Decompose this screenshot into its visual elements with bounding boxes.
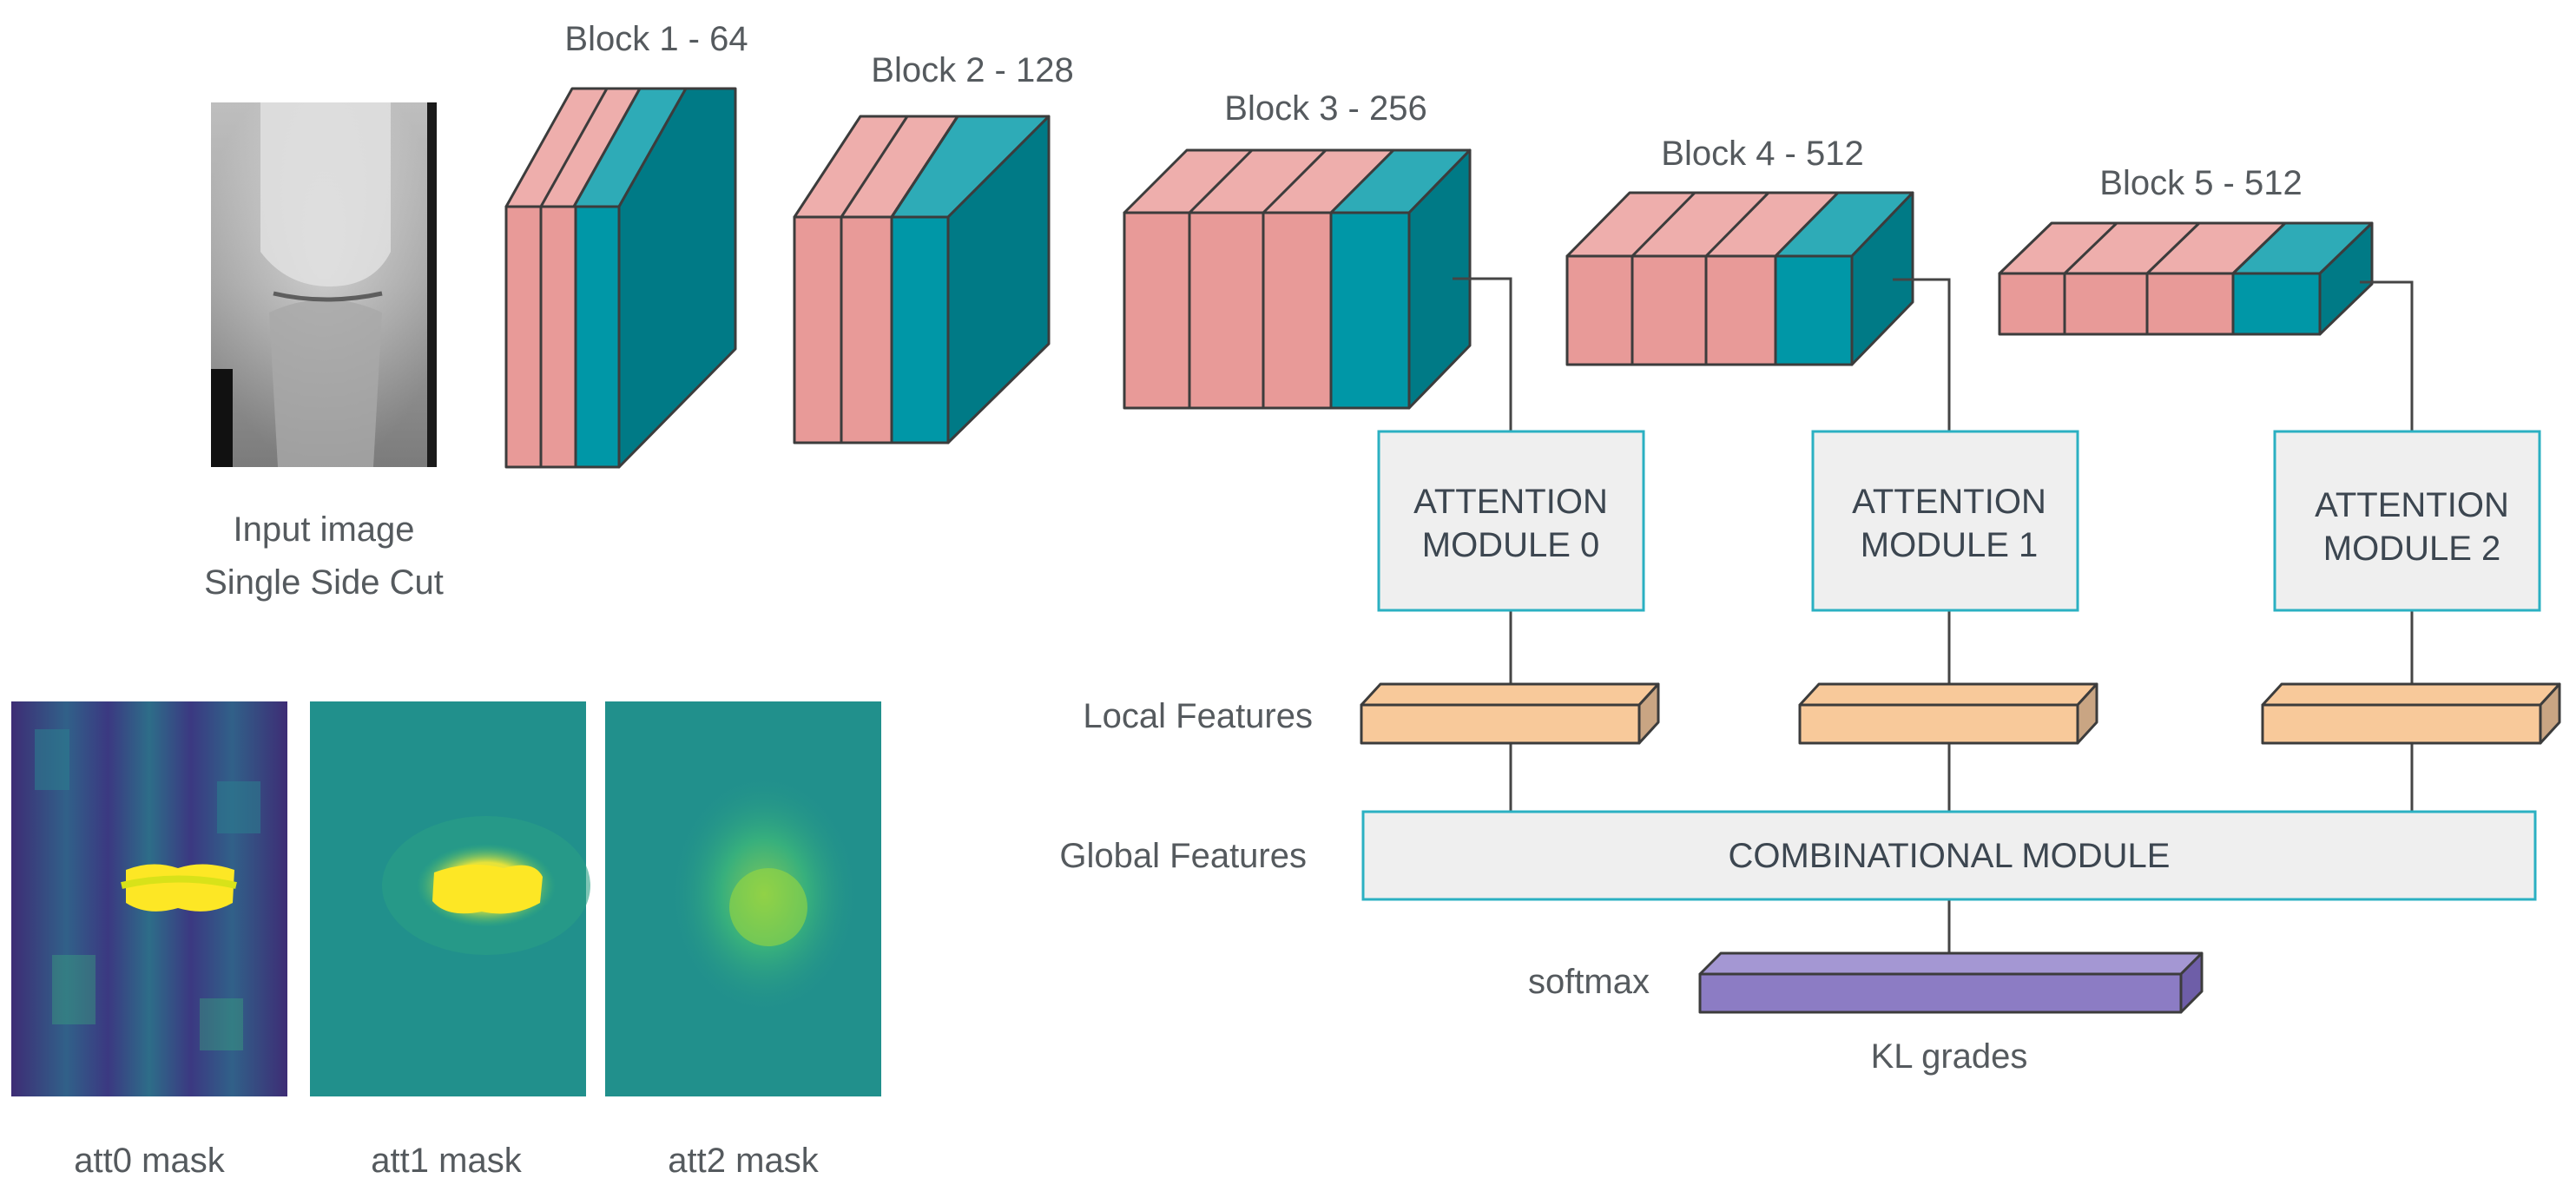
att1-mask-label: att1 mask (371, 1142, 522, 1180)
att2-mask-label: att2 mask (668, 1142, 819, 1180)
kl-grades-label: KL grades (1871, 1037, 2028, 1076)
block-2 (793, 115, 1051, 444)
local-features-label: Local Features (1083, 697, 1313, 735)
att0-mask-label: att0 mask (74, 1142, 225, 1180)
att1-mask-heatmap (310, 701, 590, 1096)
att2-mask-heatmap (605, 701, 881, 1096)
attention-module-0: ATTENTION MODULE 0 (1377, 430, 1645, 612)
attention-module-2-line2: MODULE 2 (2323, 530, 2501, 568)
block-3 (1123, 148, 1472, 410)
attention-module-1-line2: MODULE 1 (1861, 526, 2039, 564)
block-4 (1565, 191, 1914, 366)
block-4-label: Block 4 - 512 (1661, 135, 1863, 173)
attention-module-1-line1: ATTENTION (1852, 483, 2046, 521)
block-1 (504, 87, 737, 469)
local-feature-bar-1 (1798, 682, 2098, 745)
global-features-label: Global Features (1059, 837, 1307, 875)
combinational-module: COMBINATIONAL MODULE (1361, 810, 2537, 901)
attention-module-0-line1: ATTENTION (1413, 483, 1608, 521)
attention-module-2-line1: ATTENTION (2315, 486, 2509, 524)
connector-lines (1453, 277, 2414, 953)
local-feature-bar-0 (1360, 682, 1660, 745)
block-5 (1998, 221, 2374, 336)
block-5-label: Block 5 - 512 (2099, 164, 2302, 202)
attention-module-1: ATTENTION MODULE 1 (1811, 430, 2079, 612)
softmax-bar (1698, 951, 2204, 1014)
attention-module-2: ATTENTION MODULE 2 (2273, 430, 2541, 612)
attention-module-0-line2: MODULE 0 (1422, 526, 1600, 564)
softmax-label: softmax (1528, 963, 1650, 1001)
block-1-label: Block 1 - 64 (564, 20, 748, 58)
combinational-module-label: COMBINATIONAL MODULE (1729, 837, 2171, 875)
block-2-label: Block 2 - 128 (871, 51, 1073, 89)
att0-mask-heatmap (11, 701, 287, 1096)
input-xray-image (211, 102, 437, 467)
input-label-line1: Input image (233, 510, 414, 549)
input-label-line2: Single Side Cut (204, 563, 444, 602)
block-3-label: Block 3 - 256 (1224, 89, 1426, 128)
local-feature-bar-2 (2261, 682, 2561, 745)
